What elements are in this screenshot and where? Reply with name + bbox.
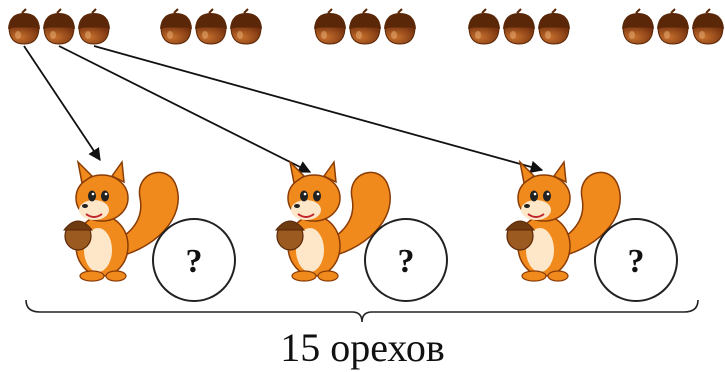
hazelnut-icon [384,8,416,45]
total-brace [25,299,699,323]
question-mark: ? [398,243,415,280]
hazelnut-icon [230,8,262,45]
hazelnut-icon [43,8,75,45]
squirrel-icon: ? [62,159,236,302]
distribution-arrow [23,45,101,162]
hazelnut-icon [503,8,535,45]
squirrel-icon: ? [504,159,678,302]
nut-row [8,8,724,45]
distribution-arrow [58,45,312,173]
hazelnut-icon [314,8,346,45]
squirrel-row: ??? [62,159,678,302]
hazelnut-icon [160,8,192,45]
hazelnut-icon [349,8,381,45]
arrows [23,45,544,174]
hazelnut-icon [195,8,227,45]
hazelnut-icon [468,8,500,45]
question-mark: ? [186,243,203,280]
squirrel-icon: ? [274,159,448,302]
unknown-circle [364,218,448,302]
total-caption: 15 орехов [280,325,445,370]
hazelnut-icon [692,8,724,45]
hazelnut-icon [78,8,110,45]
hazelnut-icon [657,8,689,45]
hazelnut-icon [8,8,40,45]
hazelnut-icon [622,8,654,45]
distribution-arrow [93,45,544,174]
question-mark: ? [628,243,645,280]
unknown-circle [594,218,678,302]
hazelnut-icon [538,8,570,45]
unknown-circle [152,218,236,302]
